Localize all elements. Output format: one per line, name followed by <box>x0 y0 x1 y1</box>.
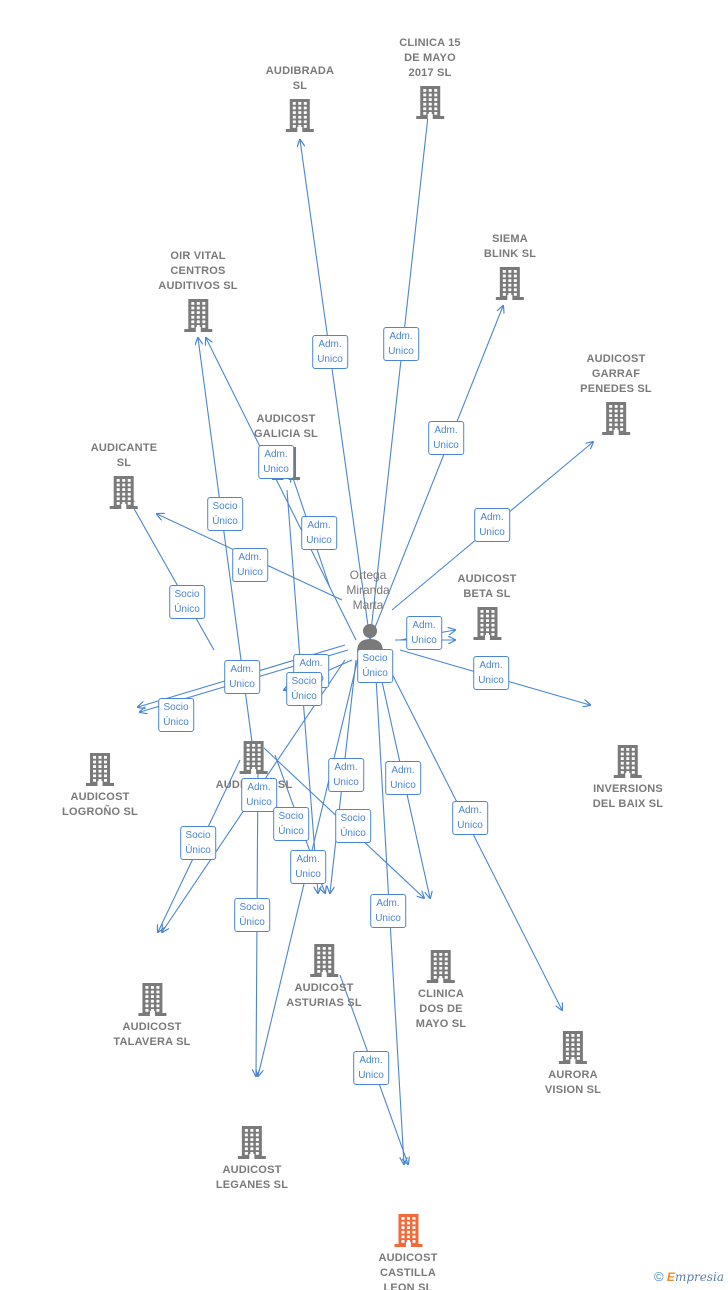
edge-label[interactable]: Adm. Unico <box>353 1051 389 1085</box>
company-label: AUDICOST CASTILLA LEON SL <box>378 1252 438 1290</box>
company-node-audicante[interactable]: AUDICANTE SL <box>91 441 158 509</box>
company-node-garraf-penedes[interactable]: AUDICOST GARRAF PENEDES SL <box>580 352 652 435</box>
company-node-oir-vital[interactable]: OIR VITAL CENTROS AUDITIVOS SL <box>158 249 238 332</box>
edge-label[interactable]: Adm. Unico <box>312 335 348 369</box>
building-icon <box>416 86 444 119</box>
edge-label[interactable]: Adm. Unico <box>452 801 488 835</box>
edge-label[interactable]: Adm. Unico <box>406 616 442 650</box>
company-label: AUDICOST TALAVERA SL <box>113 1021 191 1048</box>
edge-label[interactable]: Adm. Unico <box>473 656 509 690</box>
edge-label[interactable]: Adm. Unico <box>370 894 406 928</box>
company-node-leganes[interactable]: AUDICOST LEGANES SL <box>216 1125 288 1193</box>
company-node-inversions-baix[interactable]: INVERSIONS DEL BAIX SL <box>593 744 663 812</box>
company-node-dos-de-mayo[interactable]: CLINICA DOS DE MAYO SL <box>416 949 467 1032</box>
edge-label[interactable]: Adm. Unico <box>224 660 260 694</box>
building-icon <box>184 299 212 332</box>
company-label: INVERSIONS DEL BAIX SL <box>592 783 664 810</box>
company-node-talavera[interactable]: AUDICOST TALAVERA SL <box>113 982 190 1050</box>
company-label: SIEMA BLINK SL <box>483 233 537 260</box>
building-icon <box>309 944 338 977</box>
edge-line <box>369 306 503 641</box>
company-node-castilla-leon[interactable]: AUDICOST CASTILLA LEON SL <box>378 1213 437 1290</box>
company-node-asturias[interactable]: AUDICOST ASTURIAS SL <box>286 943 362 1011</box>
edge-label[interactable]: Adm. Unico <box>385 761 421 795</box>
edge-label[interactable]: Adm. Unico <box>383 327 419 361</box>
building-icon <box>285 99 314 132</box>
company-node-clinica-15[interactable]: CLINICA 15 DE MAYO 2017 SL <box>399 36 461 119</box>
edge-label[interactable]: Socio Único <box>273 807 309 841</box>
company-label: AUDIBRADA SL <box>265 65 335 92</box>
edge-label[interactable]: Socio Único <box>207 497 243 531</box>
company-node-aurora-vision[interactable]: AURORA VISION SL <box>545 1030 601 1098</box>
edge-label[interactable]: Adm. Unico <box>290 850 326 884</box>
edge-label[interactable]: Socio Único <box>180 826 216 860</box>
company-label: AUDICOST LOGROÑO SL <box>62 791 138 818</box>
edge-label[interactable]: Socio Único <box>169 585 205 619</box>
company-node-logrono[interactable]: AUDICOST LOGROÑO SL <box>62 752 138 820</box>
company-label: AUDICOST GALICIA SL <box>254 413 318 440</box>
company-label: AUDICOST LEGANES SL <box>215 1164 289 1191</box>
edge-label[interactable]: Socio Único <box>234 898 270 932</box>
edge-label[interactable]: Adm. Unico <box>474 508 510 542</box>
building-icon <box>558 1031 587 1064</box>
building-icon <box>602 402 630 435</box>
building-icon <box>426 950 455 983</box>
edge-label[interactable]: Socio Único <box>357 649 393 683</box>
edge-line <box>369 98 430 641</box>
edge-label[interactable]: Adm. Unico <box>428 421 464 455</box>
edge-label[interactable]: Socio Único <box>335 809 371 843</box>
building-icon <box>85 753 114 786</box>
edge-line <box>206 338 357 641</box>
building-icon <box>137 983 166 1016</box>
company-label: AUDICOST ASTURIAS SL <box>286 982 362 1009</box>
edge-label[interactable]: Adm. Unico <box>328 758 364 792</box>
edge-label[interactable]: Adm. Unico <box>241 778 277 812</box>
edge-label[interactable]: Adm. Unico <box>232 548 268 582</box>
company-label: AUDICOST BETA SL <box>457 573 517 600</box>
company-node-siema-blink[interactable]: SIEMA BLINK SL <box>484 232 536 300</box>
person-node[interactable] <box>356 622 384 652</box>
company-label: CLINICA DOS DE MAYO SL <box>415 988 467 1030</box>
company-node-audibrada[interactable]: AUDIBRADA SL <box>266 64 334 132</box>
company-node-beta[interactable]: AUDICOST BETA SL <box>457 572 516 640</box>
edge-line <box>300 140 371 641</box>
edge-line <box>128 498 215 651</box>
edge-label[interactable]: Socio Único <box>286 672 322 706</box>
edge-label[interactable]: Adm. Unico <box>258 445 294 479</box>
edge-label[interactable]: Socio Único <box>158 698 194 732</box>
building-icon <box>613 745 642 778</box>
brand-watermark: © Empresia <box>653 1269 724 1284</box>
company-label: AUDICANTE SL <box>90 442 158 469</box>
building-icon <box>495 267 524 300</box>
person-icon <box>357 624 383 652</box>
building-icon <box>237 1126 266 1159</box>
building-icon <box>472 607 501 640</box>
building-icon <box>109 476 138 509</box>
person-name: Ortega Miranda Marta <box>346 568 390 612</box>
company-label: AURORA VISION SL <box>544 1069 602 1096</box>
company-label: CLINICA 15 DE MAYO 2017 SL <box>399 37 461 79</box>
building-icon <box>393 1214 422 1247</box>
company-label: OIR VITAL CENTROS AUDITIVOS SL <box>158 250 238 292</box>
edge-label[interactable]: Adm. Unico <box>301 516 337 550</box>
building-icon <box>239 741 268 774</box>
company-label: AUDICOST GARRAF PENEDES SL <box>580 353 652 395</box>
